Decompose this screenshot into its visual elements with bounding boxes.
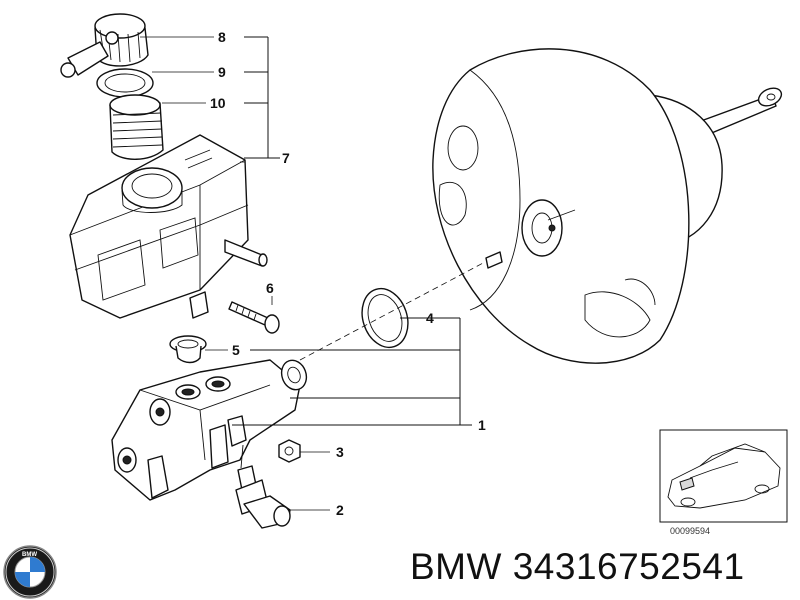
callout-1: 1 [478,417,486,433]
pressure-switch [235,444,291,529]
brand-name: BMW [410,546,502,587]
callout-9: 9 [218,64,226,80]
callout-8: 8 [218,29,226,45]
reservoir-strainer [109,94,164,160]
seal-ring [361,287,409,349]
vehicle-locator-thumbnail: 00099594 [659,429,788,536]
reservoir-cap [60,13,149,78]
brake-booster [432,48,783,364]
callout-6: 6 [266,280,274,296]
part-title: BMW 34316752541 [410,546,745,588]
callout-4: 4 [426,310,434,326]
leader-lines [140,36,486,511]
callout-3: 3 [336,444,344,460]
mounting-screw [228,301,280,334]
brake-master-cylinder [111,359,308,501]
callout-2: 2 [336,502,344,518]
svg-text:BMW: BMW [22,552,37,558]
brake-fluid-reservoir [69,134,268,319]
callout-5: 5 [232,342,240,358]
bmw-roundel-logo: BMW [3,545,57,599]
car-outline-icon [667,443,781,509]
diagram-reference-code: 00099594 [670,526,710,536]
cap-gasket [96,68,154,98]
callout-10: 10 [210,95,226,111]
plug-seal [169,335,207,364]
hex-nut [278,439,301,463]
callout-7: 7 [282,150,290,166]
part-number: 34316752541 [512,546,745,587]
